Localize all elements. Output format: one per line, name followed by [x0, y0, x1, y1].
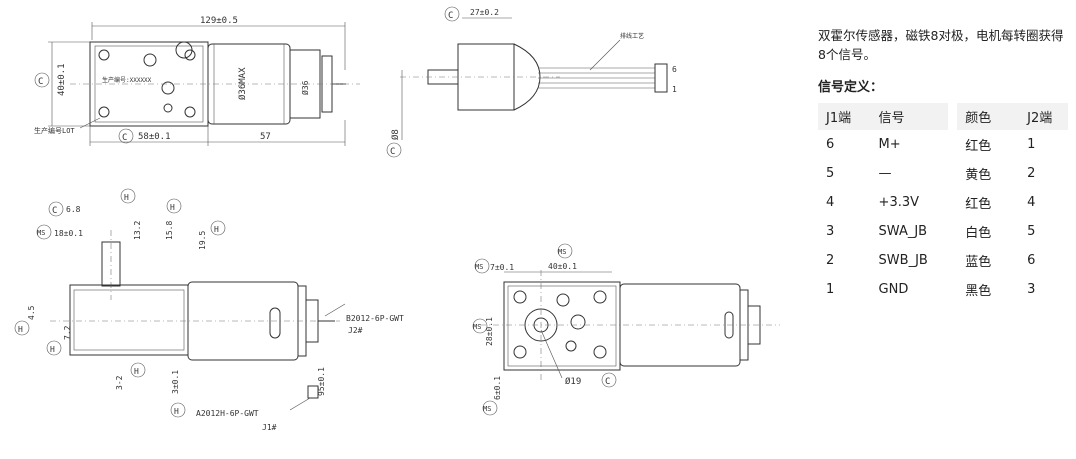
- shaft-diameter-dim: Ø36: [300, 80, 310, 95]
- table-row: 5 — 黄色 2: [818, 159, 1068, 188]
- front-c-mark: C: [605, 377, 610, 387]
- technical-drawing: 129±0.5 生产编号:XXXXXX Ø36MAX Ø36 40±0.1 C: [14, 6, 780, 432]
- side-ms-1: MS: [37, 229, 45, 237]
- end-c-mark: C: [448, 11, 453, 21]
- side-h-5: H: [50, 345, 55, 354]
- front-height-dim: 28±0.1: [485, 317, 494, 346]
- cell-signal: M+: [878, 137, 901, 152]
- cell-j1: 1: [826, 282, 835, 297]
- connector-j2: B2012-6P-GWT: [346, 314, 404, 323]
- side-dim-5: 19.5: [198, 231, 207, 250]
- front-top-dim: 40±0.1: [548, 262, 577, 271]
- end-view: C 27±0.2 排线工艺 6 1 Ø8 C: [386, 6, 677, 158]
- table-header-row: J1端 信号 颜色 J2端: [818, 103, 1068, 130]
- motor-diameter-dim: Ø36MAX: [237, 67, 248, 100]
- side-h-6: H: [134, 367, 139, 376]
- side-h-2: H: [170, 203, 175, 212]
- end-length-dim: 27±0.2: [470, 8, 499, 17]
- cell-j2: 5: [1027, 224, 1036, 239]
- signal-info-panel: 双霍尔传感器，磁铁8对极，电机每转圈获得8个信号。 信号定义： J1端 信号 颜…: [818, 26, 1068, 304]
- side-dim-10: 95±0.1: [317, 367, 326, 396]
- box-marking: 生产编号:XXXXXX: [102, 76, 152, 84]
- overall-length-dim: 129±0.5: [200, 16, 238, 26]
- side-h-3: H: [214, 225, 219, 234]
- lot-label: 生产编号LOT: [34, 126, 75, 135]
- side-dim-1: 6.8: [66, 205, 81, 214]
- top-view: 129±0.5 生产编号:XXXXXX Ø36MAX Ø36 40±0.1 C: [34, 16, 360, 146]
- cell-j1: 5: [826, 166, 835, 181]
- side-dim-7: 7.2: [63, 325, 72, 340]
- front-ms-4: MS: [483, 405, 491, 413]
- table-row: 1 GND 黑色 3: [818, 275, 1068, 304]
- signal-table: J1端 信号 颜色 J2端 6 M+ 红色 1 5 — 黄色 2: [818, 103, 1068, 304]
- j2-label: J2#: [348, 326, 363, 335]
- table-row: 6 M+ 红色 1: [818, 130, 1068, 159]
- end-c-mark-2: C: [390, 147, 395, 157]
- header-signal: 信号: [870, 103, 948, 130]
- front-bottom-dim: 6±0.1: [493, 376, 502, 400]
- front-bore-dim: Ø19: [565, 376, 581, 387]
- cell-j2: 4: [1027, 195, 1036, 210]
- connector-j1: A2012H-6P-GWT: [196, 409, 259, 418]
- height-dim: 40±0.1: [57, 63, 67, 96]
- pin-six: 6: [672, 65, 677, 74]
- table-row: 3 SWA_JB 白色 5: [818, 217, 1068, 246]
- cell-j2: 6: [1027, 253, 1036, 268]
- front-ms-2: MS: [475, 263, 483, 271]
- side-dim-3: 13.2: [133, 221, 142, 240]
- cell-color: 红色: [965, 139, 992, 154]
- front-ms-3: MS: [473, 323, 481, 331]
- header-j2: J2端: [1019, 103, 1068, 130]
- side-dim-6: 4.5: [27, 305, 36, 320]
- end-diameter-dim: Ø8: [390, 129, 401, 140]
- cell-j1: 3: [826, 224, 835, 239]
- cell-color: 红色: [965, 197, 992, 212]
- header-j1: J1端: [818, 103, 871, 130]
- header-color: 颜色: [957, 103, 1020, 130]
- cell-signal: —: [878, 166, 892, 181]
- side-dim-4: 15.8: [165, 221, 174, 240]
- side-dim-9: 3±0.1: [171, 370, 180, 394]
- cell-signal: +3.3V: [878, 195, 920, 210]
- side-view: C 6.8 MS 18±0.1 13.2 H 15.8 H 19.5 H B20…: [14, 188, 404, 432]
- table-row: 2 SWB_JB 蓝色 6: [818, 246, 1068, 275]
- side-dim-2: 18±0.1: [54, 229, 83, 238]
- front-view: MS 40±0.1 MS 7±0.1 MS 28±0.1 6±0.1 MS Ø1…: [472, 243, 780, 416]
- cell-j1: 6: [826, 137, 835, 152]
- front-left-dim: 7±0.1: [490, 263, 514, 272]
- gearbox-c-mark: C: [122, 133, 127, 143]
- j1-label: J1#: [262, 423, 277, 432]
- top-c-mark: C: [38, 77, 43, 87]
- cell-color: 蓝色: [965, 255, 992, 270]
- cell-color: 白色: [965, 226, 992, 241]
- cell-signal: SWB_JB: [878, 253, 928, 268]
- sensor-description: 双霍尔传感器，磁铁8对极，电机每转圈获得8个信号。: [818, 28, 1064, 62]
- signal-heading: 信号定义：: [818, 80, 884, 95]
- cell-j2: 1: [1027, 137, 1036, 152]
- cell-signal: SWA_JB: [878, 224, 928, 239]
- motor-length-dim: 57: [260, 132, 271, 142]
- cell-signal: GND: [878, 282, 909, 297]
- side-h-7: H: [174, 407, 179, 416]
- front-ms-1: MS: [558, 248, 566, 256]
- cell-j1: 2: [826, 253, 835, 268]
- table-row: 4 +3.3V 红色 4: [818, 188, 1068, 217]
- cell-color: 黑色: [965, 284, 992, 299]
- side-h-4: H: [18, 325, 23, 334]
- pin-one: 1: [672, 85, 677, 94]
- cell-j1: 4: [826, 195, 835, 210]
- side-c-mark: C: [52, 206, 57, 216]
- side-h-1: H: [124, 193, 129, 202]
- wire-label: 排线工艺: [620, 32, 644, 40]
- side-dim-8: 3-2: [115, 375, 124, 390]
- cell-j2: 2: [1027, 166, 1036, 181]
- cell-j2: 3: [1027, 282, 1036, 297]
- gearbox-length-dim: 58±0.1: [138, 132, 171, 142]
- cell-color: 黄色: [965, 168, 992, 183]
